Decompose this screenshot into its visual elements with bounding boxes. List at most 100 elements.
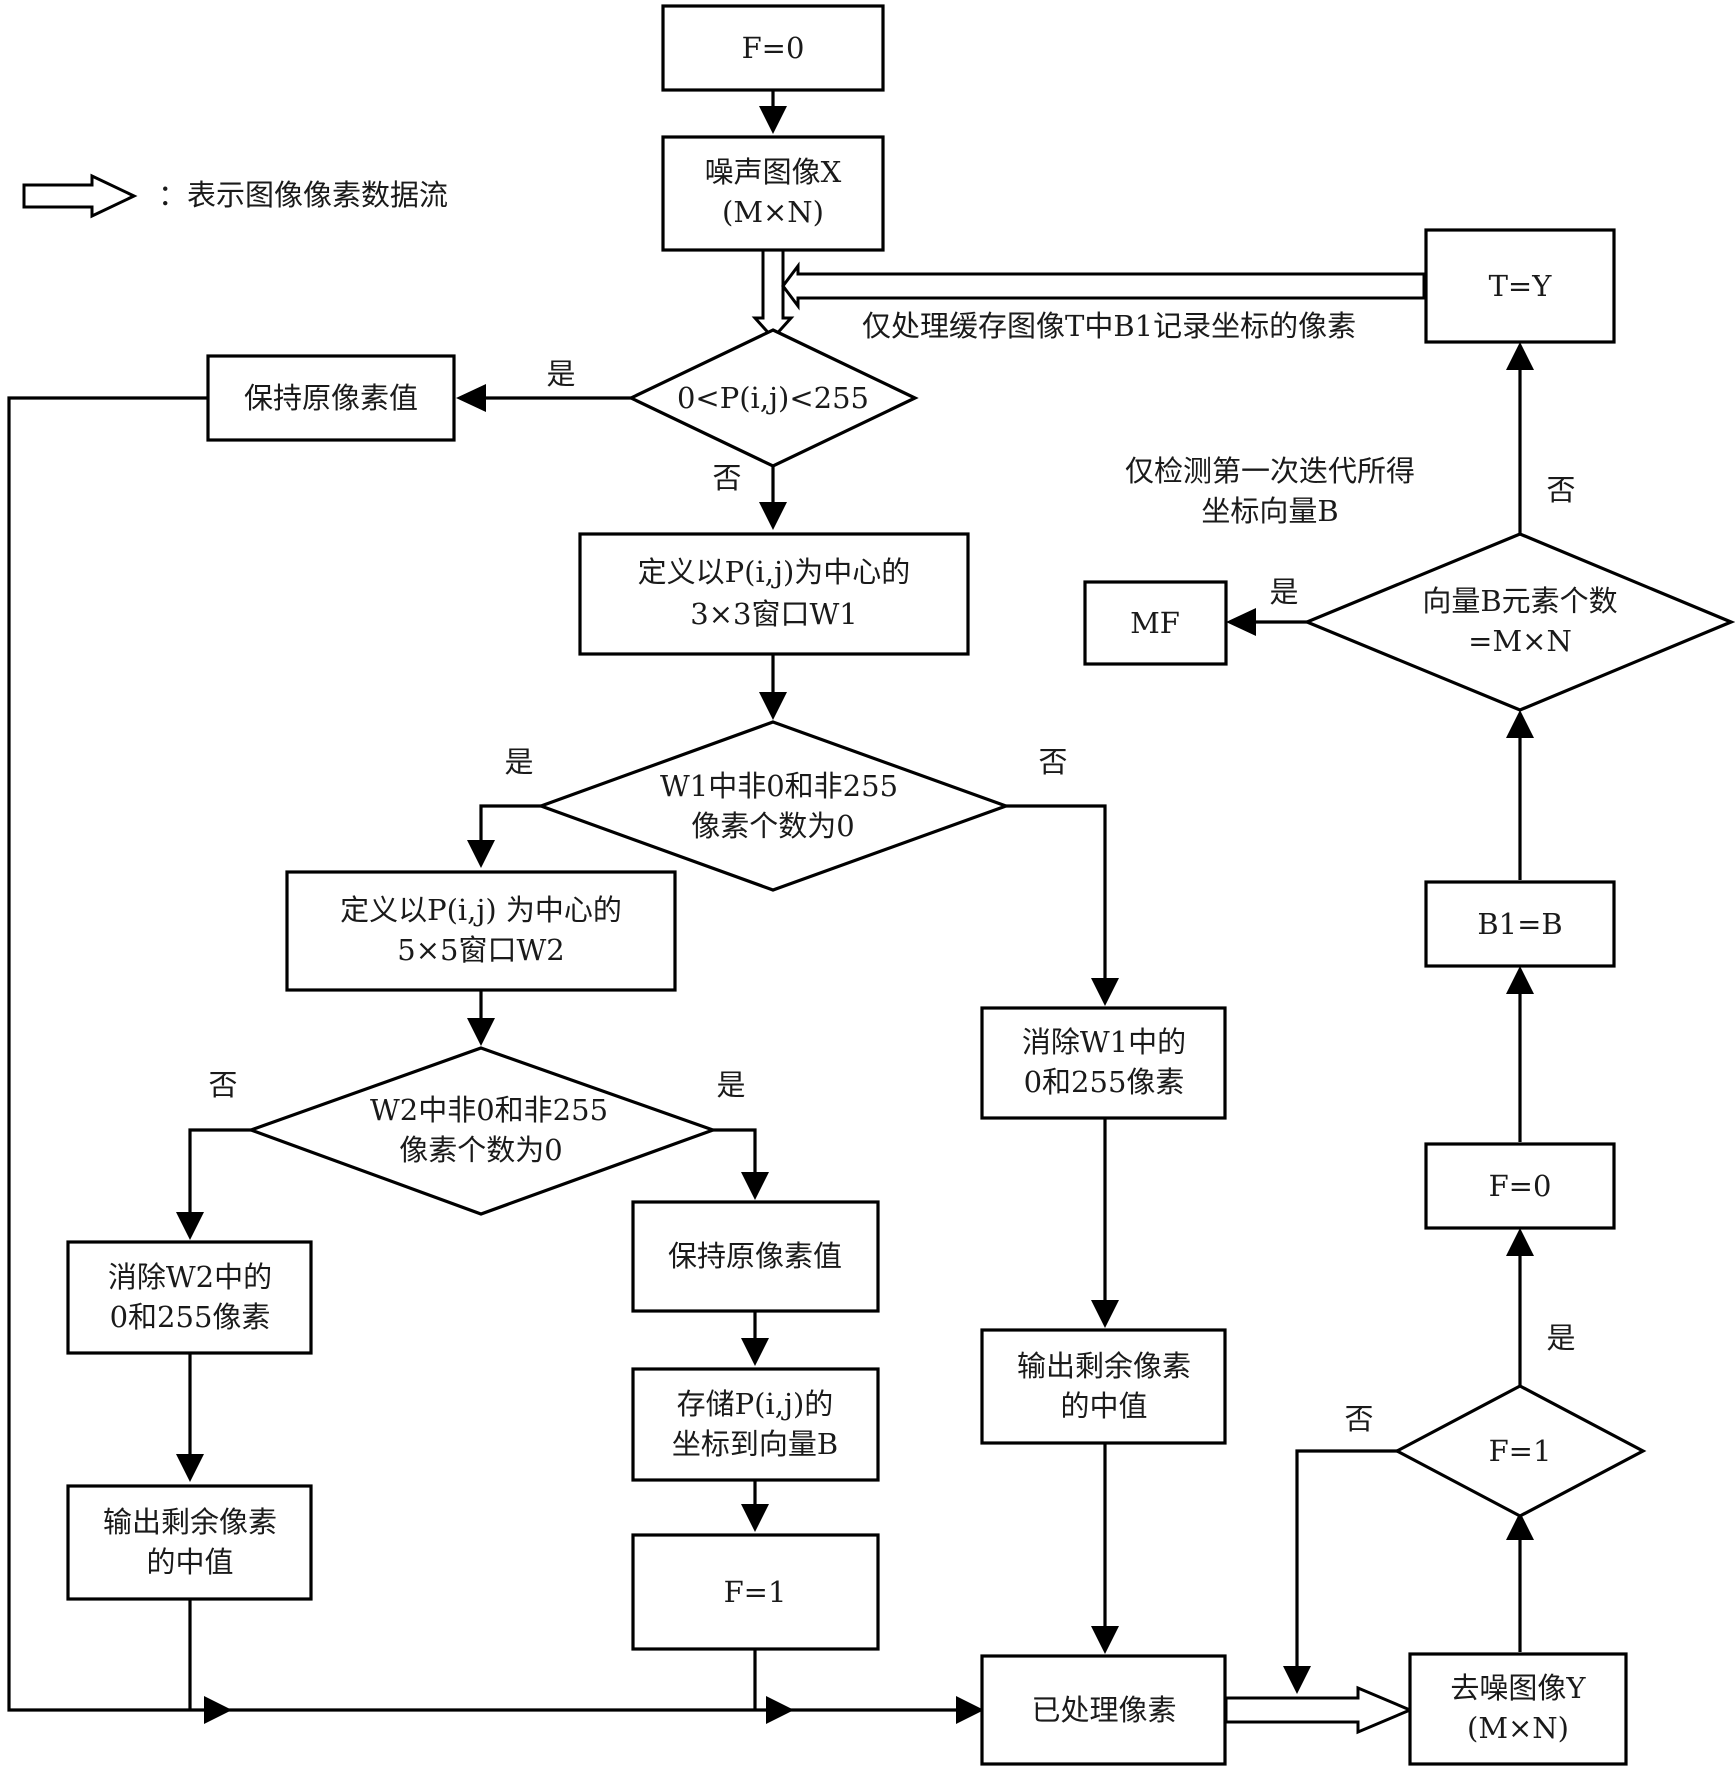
- decision-w1-text-2: 像素个数为0: [691, 809, 854, 843]
- label-yes-w1: 是: [504, 745, 533, 779]
- detect-note-1: 仅检测第一次迭代所得: [1125, 454, 1415, 488]
- store-coords-text-2: 坐标到向量B: [672, 1427, 838, 1461]
- denoised-image-text-2: (M×N): [1467, 1711, 1569, 1745]
- store-coords-text-1: 存储P(i,j)的: [677, 1387, 834, 1421]
- noisy-image-text-2: (M×N): [722, 195, 824, 229]
- arrowhead: [1226, 608, 1256, 636]
- define-w2-text-2: 5×5窗口W2: [397, 933, 564, 967]
- keep-original-mid-text: 保持原像素值: [668, 1239, 842, 1273]
- mf-box: [1083, 580, 1228, 666]
- label-no-w1: 否: [1038, 745, 1067, 779]
- decision-pixel-range-text: 0<P(i,j)<255: [677, 381, 869, 415]
- arrowhead: [467, 840, 495, 868]
- arrowhead: [204, 1696, 232, 1724]
- output-median-right-text-2: 的中值: [1060, 1389, 1147, 1423]
- arrowhead: [759, 106, 787, 134]
- store-coords-box: [631, 1367, 880, 1482]
- eliminate-w1-text-2: 0和255像素: [1024, 1065, 1185, 1099]
- denoised-image-text-1: 去噪图像Y: [1450, 1671, 1586, 1705]
- eliminate-w2-box: [66, 1240, 313, 1355]
- notes: 仅处理缓存图像T中B1记录坐标的像素 仅检测第一次迭代所得 坐标向量B: [862, 309, 1415, 528]
- feedback-note: 仅处理缓存图像T中B1记录坐标的像素: [862, 309, 1356, 343]
- denoised-image-box: [1408, 1652, 1628, 1766]
- arrowhead: [176, 1454, 204, 1482]
- processed-pixel-box: [980, 1654, 1227, 1766]
- arrowhead: [467, 1018, 495, 1046]
- decision-pixel-range: [627, 328, 919, 468]
- keep-original-mid-box: [631, 1200, 880, 1313]
- decision-w1: [536, 720, 1011, 892]
- arrowhead: [1506, 710, 1534, 738]
- arrowhead: [741, 1504, 769, 1532]
- arrowhead: [759, 692, 787, 720]
- connectors: [7, 90, 1522, 1712]
- label-no-cond-p: 否: [712, 461, 741, 495]
- label-yes-cond-p: 是: [546, 357, 575, 391]
- legend: ：表示图像像素数据流: [22, 173, 448, 219]
- arrowhead: [1091, 1300, 1119, 1328]
- label-no-f1: 否: [1344, 1402, 1373, 1436]
- decision-f1-text: F=1: [1489, 1434, 1552, 1468]
- arrowhead: [1091, 1626, 1119, 1654]
- output-median-left-text-1: 输出剩余像素: [103, 1505, 277, 1539]
- define-w1-text-1: 定义以P(i,j)为中心的: [638, 555, 911, 589]
- eliminate-w2-text-1: 消除W2中的: [108, 1260, 272, 1294]
- nodes: F=0 噪声图像X (M×N) 0<P(i,j)<255 保持原像素值 定义以P…: [66, 4, 1735, 1766]
- detect-note-2: 坐标向量B: [1201, 494, 1338, 528]
- decision-w2: [246, 1046, 718, 1216]
- branch-labels: 是 否 是 否 否 是 否 是 是 否: [208, 357, 1575, 1436]
- f0-right-box: [1424, 1142, 1616, 1230]
- eliminate-w1-text-1: 消除W1中的: [1022, 1025, 1186, 1059]
- f0-top-box: [661, 4, 885, 92]
- hollow-arrow-icon: [22, 173, 138, 219]
- arrowhead: [1283, 1666, 1311, 1694]
- arrowhead: [759, 502, 787, 530]
- arrowhead: [956, 1696, 984, 1724]
- t-equals-y-text: T=Y: [1489, 269, 1553, 303]
- processed-pixel-text: 已处理像素: [1031, 1693, 1176, 1727]
- f0-right-text: F=0: [1489, 1169, 1552, 1203]
- f0-top-text: F=0: [742, 31, 805, 65]
- arrowhead: [1506, 1228, 1534, 1256]
- decision-f1: [1393, 1384, 1647, 1518]
- noisy-image-text-1: 噪声图像X: [705, 155, 842, 189]
- noisy-image-box: [661, 135, 885, 252]
- define-w2-text-1: 定义以P(i,j) 为中心的: [340, 893, 622, 927]
- label-yes-vec: 是: [1269, 575, 1298, 609]
- keep-original-left-text: 保持原像素值: [244, 381, 418, 415]
- define-w2-box: [285, 870, 677, 992]
- arrowhead: [1091, 978, 1119, 1006]
- legend-text: ：表示图像像素数据流: [158, 178, 448, 212]
- decision-vector-size-text-2: =M×N: [1468, 624, 1572, 658]
- arrowhead: [741, 1338, 769, 1366]
- mf-text: MF: [1130, 606, 1180, 640]
- arrowhead: [1506, 966, 1534, 994]
- arrowhead: [741, 1172, 769, 1200]
- decision-vector-size-text-1: 向量B元素个数: [1422, 584, 1617, 618]
- decision-w2-text-2: 像素个数为0: [399, 1133, 562, 1167]
- label-no-w2: 否: [208, 1068, 237, 1102]
- label-yes-w2: 是: [716, 1068, 745, 1102]
- decision-w1-text-1: W1中非0和非255: [660, 769, 898, 803]
- output-median-right-box: [980, 1328, 1227, 1445]
- b1-equals-b-text: B1=B: [1477, 907, 1562, 941]
- arrowheads: [176, 106, 1534, 1724]
- f1-mid-box: [631, 1533, 880, 1651]
- f1-mid-text: F=1: [724, 1575, 787, 1609]
- arrowhead: [176, 1212, 204, 1240]
- arrowhead: [766, 1696, 794, 1724]
- keep-original-left-box: [206, 354, 456, 442]
- hollow-arrow-down: [751, 248, 795, 341]
- label-yes-f1: 是: [1546, 1321, 1575, 1355]
- define-w1-text-2: 3×3窗口W1: [690, 597, 857, 631]
- define-w1-box: [578, 532, 970, 656]
- eliminate-w2-text-2: 0和255像素: [110, 1300, 271, 1334]
- arrowhead: [1506, 1512, 1534, 1540]
- output-median-left-box: [66, 1484, 313, 1601]
- output-median-right-text-1: 输出剩余像素: [1017, 1349, 1191, 1383]
- decision-vector-size: [1302, 532, 1735, 712]
- arrowhead: [1506, 342, 1534, 370]
- hollow-arrow-feedback: [781, 261, 1426, 311]
- label-no-vec: 否: [1546, 473, 1575, 507]
